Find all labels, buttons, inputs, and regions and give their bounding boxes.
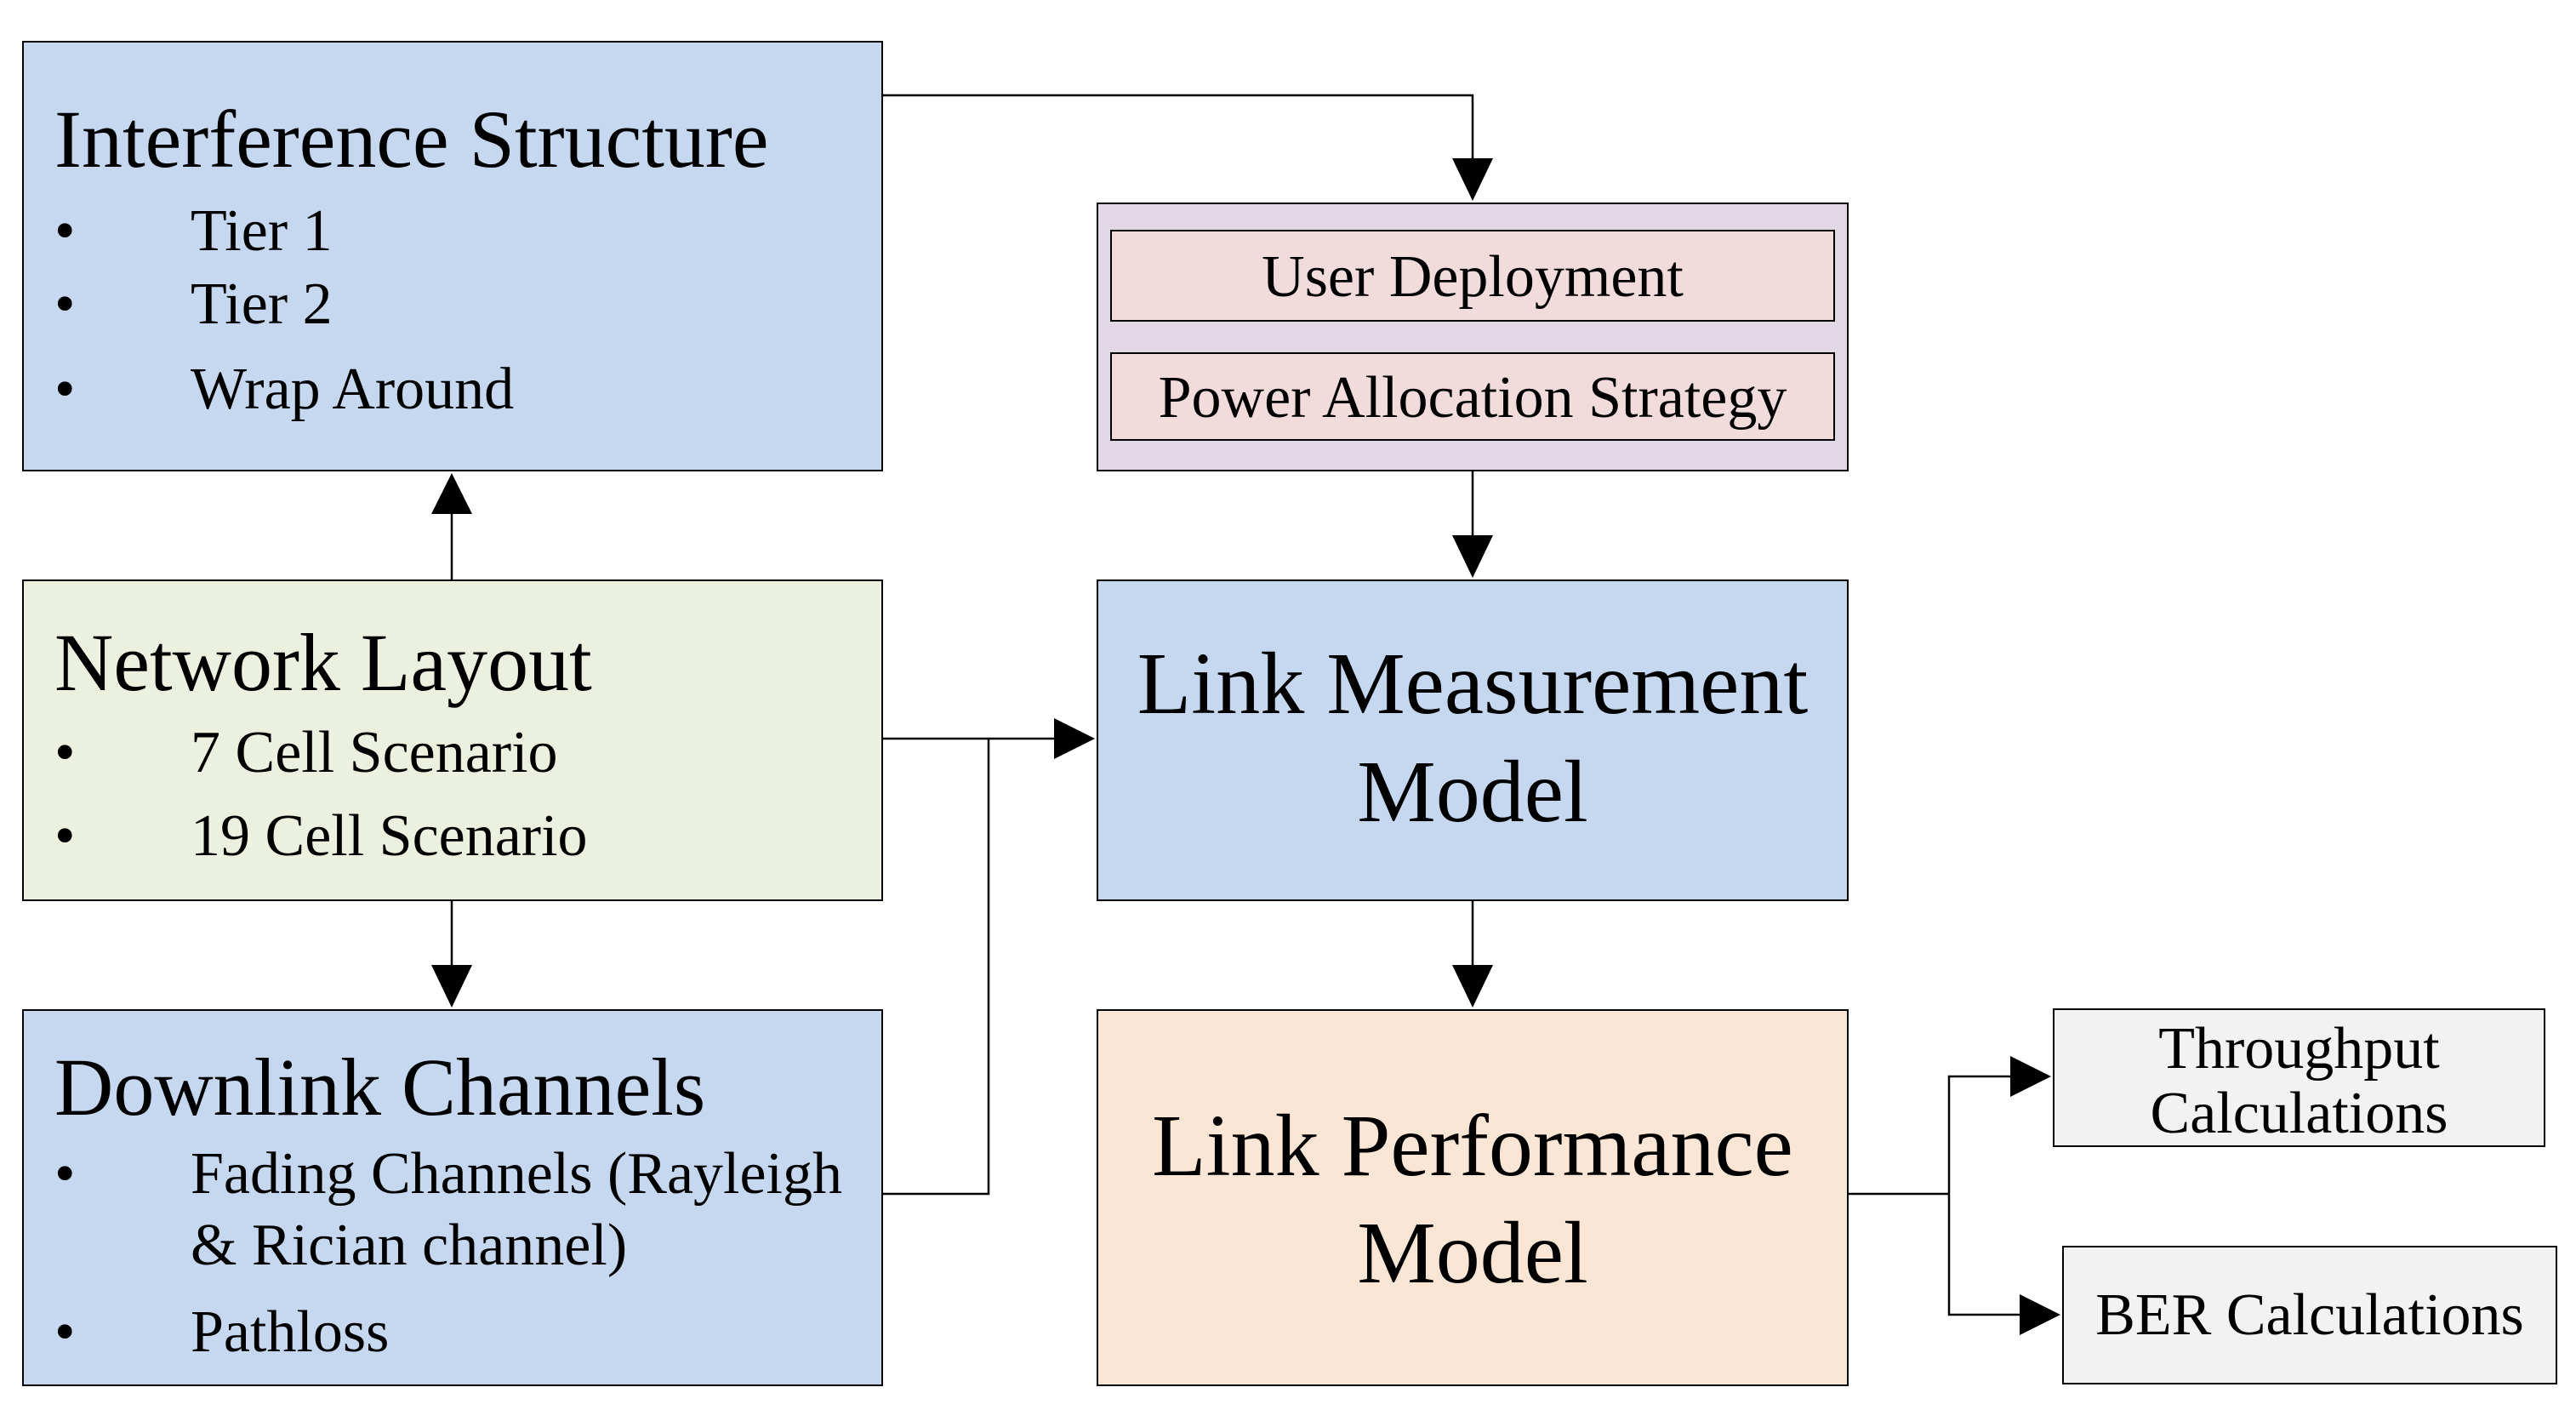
user-deployment-box: User Deployment	[1110, 230, 1835, 322]
downlink-channels-box: Downlink Channels •Fading Channels (Rayl…	[22, 1009, 883, 1386]
bullet-icon: •	[54, 357, 76, 422]
throughput-line2: Calculations	[2150, 1081, 2448, 1146]
downlink-channels-title: Downlink Channels	[54, 1042, 706, 1133]
throughput-line1: Throughput	[2158, 1016, 2440, 1082]
connector-downlink-to-link-measurement	[883, 739, 990, 1196]
list-item: •19 Cell Scenario	[24, 801, 881, 872]
arrowhead-icon	[431, 965, 472, 1008]
ber-box: BER Calculations	[2062, 1246, 2557, 1384]
link-performance-box: Link Performance Model	[1097, 1009, 1849, 1386]
bullet-icon: •	[54, 198, 76, 264]
list-item: •Tier 1	[24, 196, 881, 269]
arrowhead-icon	[1452, 965, 1493, 1008]
bullet-icon: •	[54, 1141, 76, 1207]
interference-structure-box: Interference Structure •Tier 1 •Tier 2 •…	[22, 41, 883, 471]
link-measurement-line1: Link Measurement	[1137, 635, 1809, 733]
downlink-channels-list: •Fading Channels (Rayleigh & Rician chan…	[24, 1139, 881, 1368]
list-item: •Tier 2	[24, 269, 881, 354]
list-item: •Pathloss	[24, 1297, 881, 1368]
arrowhead-icon	[2020, 1294, 2060, 1335]
arrowhead-icon	[2010, 1056, 2051, 1097]
network-layout-list: •7 Cell Scenario •19 Cell Scenario	[24, 717, 881, 872]
arrowhead-icon	[431, 473, 472, 514]
bullet-icon: •	[54, 720, 76, 785]
network-layout-box: Network Layout •7 Cell Scenario •19 Cell…	[22, 579, 883, 901]
arrowhead-icon	[1452, 158, 1493, 201]
connector-to-throughput	[1947, 1075, 2010, 1194]
bullet-icon: •	[54, 1299, 76, 1365]
throughput-box: Throughput Calculations	[2053, 1008, 2545, 1147]
interference-structure-list: •Tier 1 •Tier 2 •Wrap Around	[24, 196, 881, 425]
arrowhead-icon	[1054, 718, 1095, 759]
connector-to-ber	[1947, 1194, 2020, 1316]
power-allocation-box: Power Allocation Strategy	[1110, 352, 1835, 441]
link-measurement-box: Link Measurement Model	[1097, 579, 1849, 901]
link-performance-line2: Model	[1357, 1204, 1588, 1302]
link-performance-line1: Link Performance	[1152, 1097, 1793, 1195]
list-item: •7 Cell Scenario	[24, 717, 881, 801]
link-measurement-line2: Model	[1357, 743, 1588, 841]
deployment-group-box: User Deployment Power Allocation Strateg…	[1097, 203, 1849, 471]
connector-interference-to-deployment	[883, 94, 1474, 158]
bullet-icon: •	[54, 271, 76, 337]
ber-label: BER Calculations	[2095, 1282, 2524, 1348]
bullet-icon: •	[54, 803, 76, 869]
list-item: •Wrap Around	[24, 354, 881, 425]
power-allocation-label: Power Allocation Strategy	[1158, 365, 1787, 431]
interference-structure-title: Interference Structure	[54, 94, 769, 185]
arrowhead-icon	[1452, 535, 1493, 578]
network-layout-title: Network Layout	[54, 617, 592, 708]
list-item: •Fading Channels (Rayleigh & Rician chan…	[24, 1139, 881, 1297]
user-deployment-label: User Deployment	[1262, 244, 1684, 310]
